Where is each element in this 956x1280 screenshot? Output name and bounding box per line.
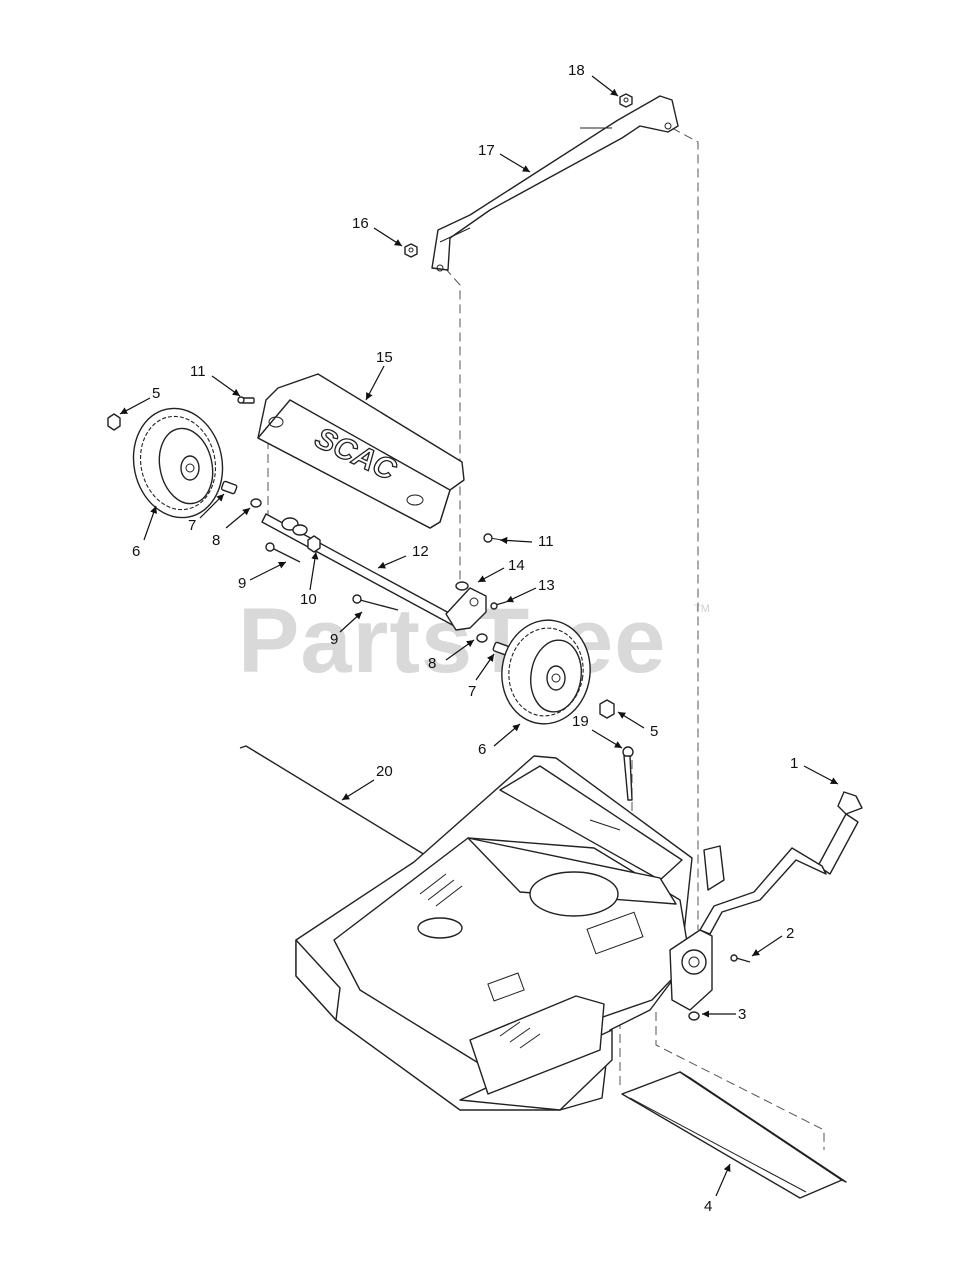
callout-6-right: 6 [478,741,486,758]
upper-handle-bar [431,95,679,272]
callout-7-right: 7 [468,683,476,700]
callout-12: 12 [412,543,429,560]
callout-5-left: 5 [152,385,160,402]
screw-13 [490,601,507,610]
callout-19: 19 [572,713,589,730]
callout-10: 10 [300,591,317,608]
hitch-pin-19 [622,746,634,801]
wheel-right [501,619,591,725]
callout-3: 3 [738,1006,746,1023]
nut-16 [404,243,418,258]
spacer-7-left [220,480,238,495]
callout-8-right: 8 [428,655,436,672]
callout-16: 16 [352,215,369,232]
nut-5-left [107,413,121,431]
cable-rod-20 [239,745,431,859]
callout-11-upper: 11 [190,363,206,380]
washer-8-right [476,633,488,643]
callout-18: 18 [568,62,585,79]
rear-shield: SCAC [257,373,465,529]
callout-4: 4 [704,1198,712,1215]
callout-14: 14 [508,557,525,574]
discharge-chute-4 [621,1071,847,1199]
bolt-9-right [352,594,399,611]
watermark-trademark: TM [694,603,710,615]
callout-17: 17 [478,142,495,159]
lever-mount-plate [669,845,725,1011]
bolt-11-upper [237,396,255,404]
callout-11-lower: 11 [538,533,554,550]
wheel-left [132,407,224,519]
callout-9-right: 9 [330,631,338,648]
washer-3 [688,1011,700,1021]
nut-5-right [599,699,615,719]
callout-8-left: 8 [212,532,220,549]
callout-20: 20 [376,763,393,780]
washer-8-left [250,498,262,508]
callout-15: 15 [376,349,393,366]
leader-lines [119,75,839,1197]
callout-labels: 18 17 16 15 11 5 7 8 6 11 12 9 10 14 13 … [132,62,798,1215]
pivot-bracket-14 [445,581,487,631]
callout-5-right: 5 [650,723,658,740]
control-lever-1 [699,791,863,935]
nut-18 [619,93,633,108]
callout-6-left: 6 [132,543,140,560]
callout-7-left: 7 [188,517,196,534]
mower-deck-frame [295,755,693,1111]
callout-13: 13 [538,577,555,594]
callout-9-left: 9 [238,575,246,592]
screw-2 [730,954,751,963]
bolt-9-left [265,542,301,563]
axle-12 [261,513,463,629]
callout-2: 2 [786,925,794,942]
callout-1: 1 [790,755,798,772]
